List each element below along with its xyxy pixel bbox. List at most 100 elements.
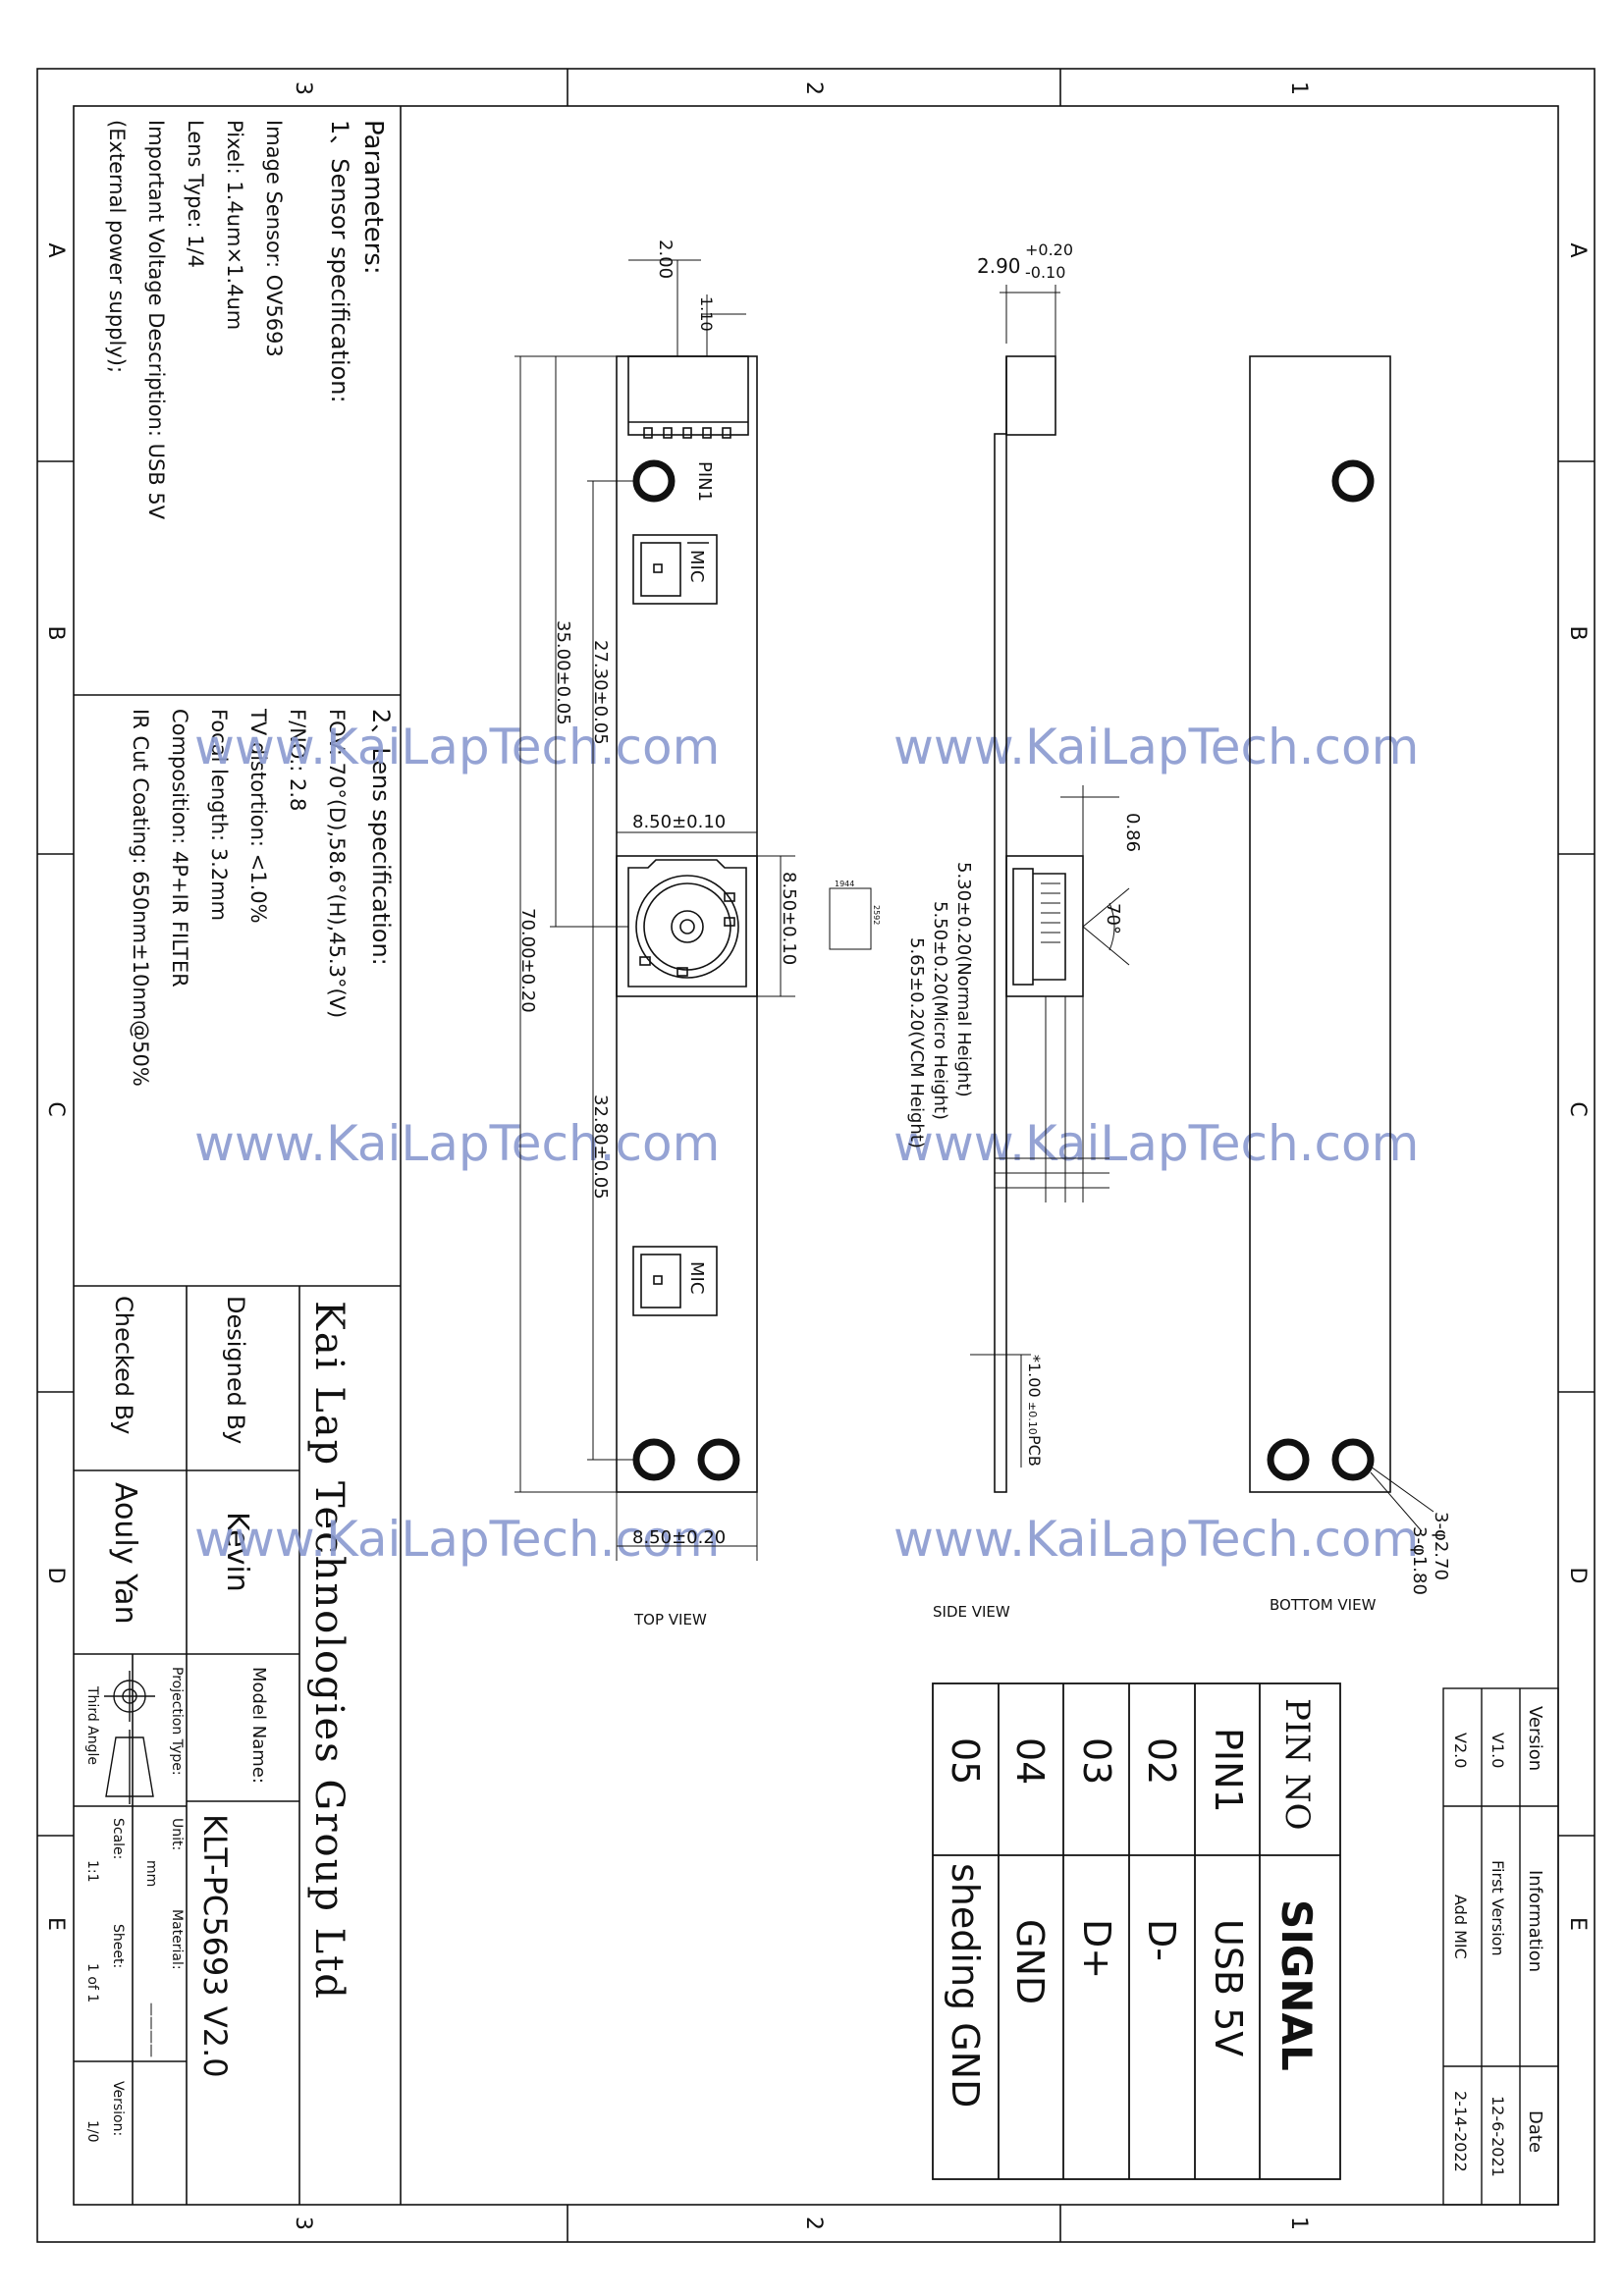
date-header: Date [1525, 2110, 1545, 2153]
date-cell: 12-6-2021 [1488, 2096, 1507, 2177]
pcb-label: PCB [1025, 1435, 1044, 1467]
mic-box-lower [632, 1246, 718, 1316]
material-value: ———— [143, 2002, 159, 2057]
pin-no-header: PIN NO [1277, 1698, 1317, 1831]
lens-spec-title: 2、Lens specification: [367, 709, 395, 966]
mount-hole [1267, 1438, 1310, 1481]
mount-hole [1331, 459, 1375, 503]
bottom-view-title: BOTTOM VIEW [1270, 1596, 1377, 1614]
mic-box-upper [632, 534, 718, 605]
sensor-line-pixel: Pixel: 1.4um×1.4um [223, 120, 246, 330]
info-cell: First Version [1488, 1860, 1507, 1956]
top-view-labels: 2.00 1.10 PIN1 MIC MIC 27.30±0.05 35.00±… [517, 240, 799, 1629]
watermark: www.KaiLapTech.com [194, 1115, 720, 1172]
bottom-view-labels: 3-φ2.70 3-φ1.80 BOTTOM VIEW [1270, 1512, 1451, 1614]
date-cell: 2-14-2022 [1451, 2091, 1470, 2172]
angle-70: 70° [1103, 903, 1123, 934]
zone-number-top-3: 3 [291, 81, 315, 95]
top-view-title: TOP VIEW [633, 1611, 707, 1629]
projection-type-value: Third Angle [84, 1685, 100, 1765]
pin-no-cell: 02 [1140, 1737, 1183, 1785]
zone-letter-right-b: B [1565, 625, 1590, 640]
pin-no-cell: PIN1 [1207, 1728, 1250, 1813]
material-label: Material: [169, 1909, 185, 1970]
dim-1-00: *1.00 [1025, 1355, 1044, 1398]
zone-letter-left-e: E [43, 1917, 68, 1931]
watermark: www.KaiLapTech.com [194, 719, 720, 775]
info-cell: Add MIC [1451, 1895, 1470, 1959]
watermark: www.KaiLapTech.com [893, 1511, 1419, 1568]
watermark: www.KaiLapTech.com [893, 719, 1419, 775]
dim-35-00: 35.00±0.05 [553, 620, 573, 725]
sheet-value: 1 of 1 [84, 1963, 100, 2002]
lens-line-ir-cut: IR Cut Coating: 650nm±10nm@50% [129, 709, 152, 1087]
watermark: www.KaiLapTech.com [893, 1115, 1419, 1172]
lens-icon [635, 875, 739, 979]
signal-cell: sheding GND [944, 1863, 987, 2108]
top-view: 1944 2592 [514, 259, 881, 1561]
zone-letter-left-c: C [43, 1101, 68, 1116]
watermark: www.KaiLapTech.com [194, 1511, 720, 1568]
height-micro: 5.50±0.20(Micro Height) [930, 901, 950, 1120]
watermarks: www.KaiLapTech.com www.KaiLapTech.com ww… [194, 719, 1419, 1568]
bottom-view-board [1249, 355, 1391, 1493]
sensor-line-voltage: Important Voltage Description: USB 5V [144, 120, 168, 520]
projection-type-label: Projection Type: [169, 1667, 185, 1776]
dim-2-90-tol-minus: -0.10 [1025, 263, 1065, 282]
third-angle-projection-icon [104, 1671, 155, 1804]
lens-line-focal-length: Focal length: 3.2mm [207, 709, 231, 921]
mic-label-upper: MIC [686, 550, 707, 582]
sheet-frame [36, 68, 1596, 2243]
hole-spec-2-70: 3-φ2.70 [1431, 1512, 1451, 1580]
signal-header: SIGNAL [1272, 1899, 1321, 2071]
side-view-labels: 2.90 +0.20 -0.10 0.86 70° 5.30±0.20(Norm… [906, 240, 1143, 1621]
lens-line-fno: F/NO.: 2.8 [286, 709, 309, 811]
dim-2-90: 2.90 [977, 254, 1021, 278]
zone-letter-right-d: D [1565, 1568, 1590, 1584]
dim-2-00: 2.00 [655, 240, 676, 279]
signal-cell: USB 5V [1207, 1919, 1250, 2056]
dim-2-90-tol-plus: +0.20 [1025, 240, 1073, 259]
left-panel-lines [74, 106, 402, 2205]
unit-label: Unit: [169, 1818, 185, 1850]
pin1-label: PIN1 [694, 461, 715, 502]
parameters-heading: Parameters: [358, 120, 388, 275]
model-name-value: KLT-PC5693 V2.0 [196, 1814, 234, 2078]
pin-no-cell: 05 [944, 1737, 987, 1785]
checked-by-label: Checked By [110, 1296, 137, 1434]
mount-hole [1331, 1438, 1375, 1481]
version-label: Version: [110, 2081, 126, 2136]
sensor-line-lens-type: Lens Type: 1/4 [184, 120, 207, 268]
designed-by-label: Designed By [222, 1296, 249, 1444]
mount-hole [632, 1438, 676, 1481]
mount-hole [632, 459, 676, 503]
dim-0-86: 0.86 [1122, 813, 1143, 852]
version-table-text: Version Information Date V1.0 First Vers… [1451, 1706, 1545, 2177]
lens-line-composition: Composition: 4P+IR FILTER [168, 709, 191, 988]
version-value: 1/0 [84, 2120, 100, 2143]
signal-cell: GND [1008, 1919, 1052, 2004]
pin-no-cell: 04 [1008, 1737, 1052, 1785]
zone-number-top-2: 2 [801, 81, 826, 95]
side-view-title: SIDE VIEW [933, 1603, 1010, 1621]
pin-table-text: PIN NO SIGNAL PIN1 USB 5V 02 D- 03 D+ 04… [944, 1698, 1321, 2108]
sensor-line-image-sensor: Image Sensor: OV5693 [262, 120, 286, 357]
zone-letter-left-b: B [43, 625, 68, 640]
label-1944: 1944 [835, 880, 854, 888]
zone-letter-right-e: E [1565, 1917, 1590, 1931]
height-normal: 5.30±0.20(Normal Height) [953, 862, 974, 1097]
zone-letter-left-d: D [43, 1568, 68, 1584]
signal-cell: D- [1140, 1919, 1183, 1961]
version-header: Version [1525, 1706, 1545, 1771]
zone-number-bottom-3: 3 [291, 2216, 315, 2230]
top-view-board [616, 355, 758, 1493]
side-view-camera [1005, 855, 1084, 997]
dim-70-00: 70.00±0.20 [517, 908, 538, 1013]
pin-table [932, 1682, 1341, 2180]
dim-8-50-bottom: 8.50±0.20 [632, 1527, 726, 1548]
dim-8-50-top: 8.50±0.10 [632, 812, 726, 832]
dim-1-10: 1.10 [697, 296, 716, 332]
zone-letter-right-c: C [1565, 1101, 1590, 1116]
side-view [970, 285, 1130, 1493]
